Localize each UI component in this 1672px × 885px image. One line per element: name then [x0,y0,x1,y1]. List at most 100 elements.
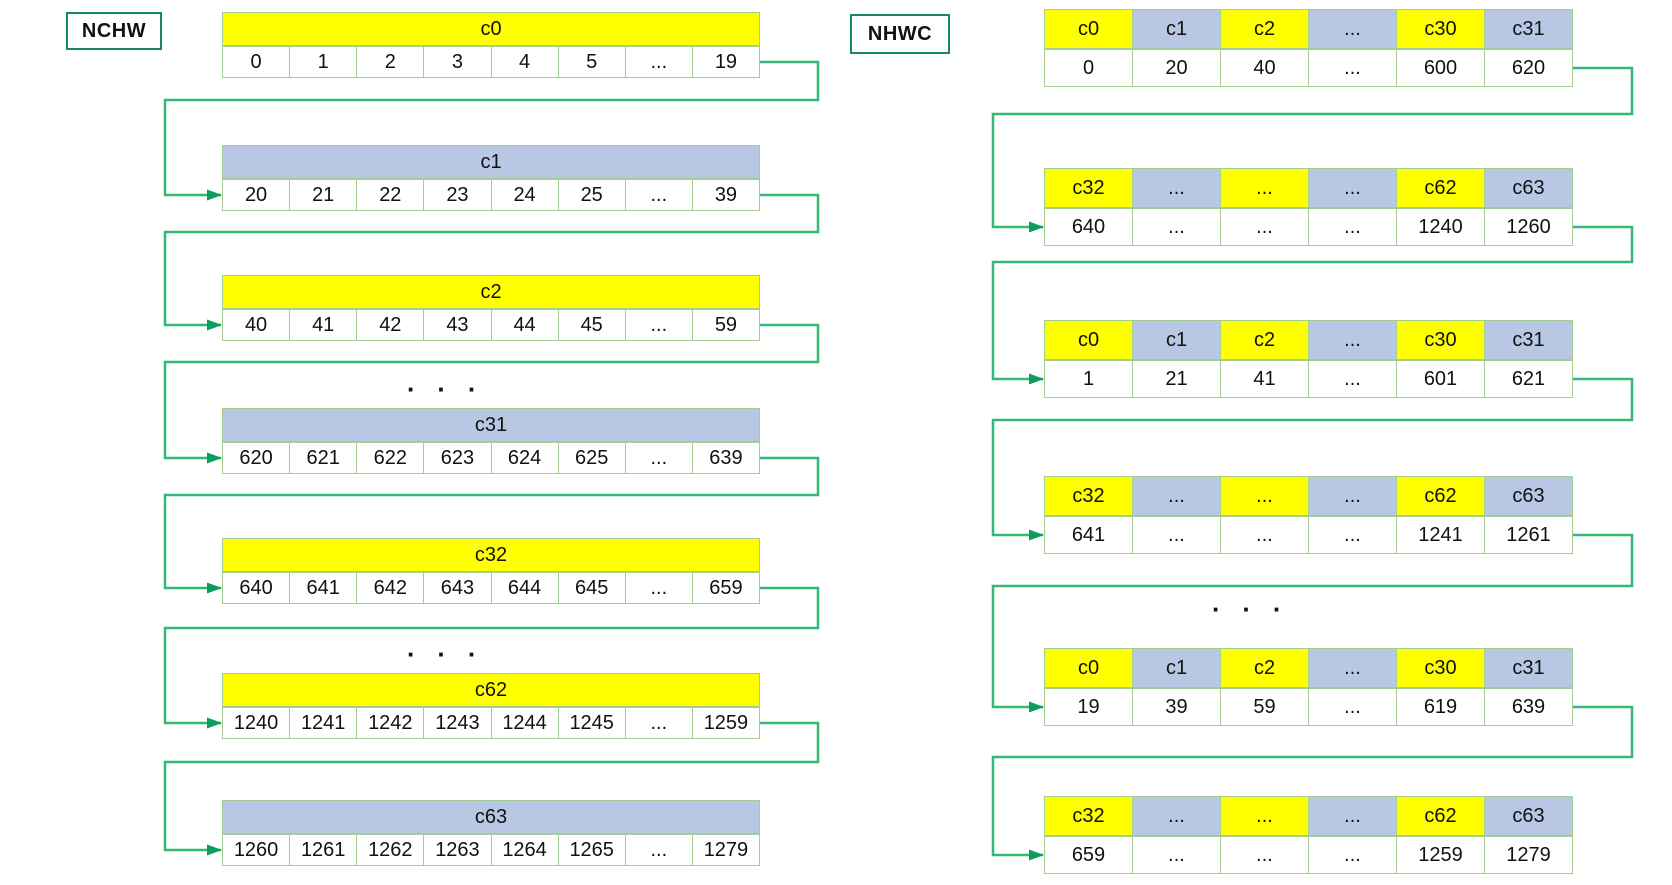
value-cell: 1262 [357,834,425,866]
value-cell: 3 [424,46,492,78]
value-cell: 643 [424,572,492,604]
channel-header-cell: c30 [1397,9,1485,49]
channel-header-cell: c62 [1397,168,1485,208]
channel-header-cell: c1 [222,145,760,179]
value-cell: 623 [424,442,492,474]
value-cell: 640 [222,572,291,604]
channel-header-cell: c62 [1397,796,1485,836]
channel-header-cell: c32 [222,538,760,572]
channel-header-cell: ... [1309,168,1397,208]
value-cell: 1261 [290,834,358,866]
channel-header-cell: c0 [1044,9,1133,49]
value-cell: 0 [1044,49,1133,87]
value-cell: 39 [1133,688,1221,726]
value-cell: 620 [1485,49,1573,87]
value-cell: ... [625,309,693,341]
value-cell: 622 [357,442,425,474]
value-cell: 23 [424,179,492,211]
value-cell: 642 [357,572,425,604]
ellipsis-separator: . . . [406,632,484,663]
value-cell: 625 [558,442,626,474]
value-cell: 621 [290,442,358,474]
channel-header-cell: c31 [1485,9,1573,49]
value-cell: 1279 [1485,836,1573,874]
channel-header-cell: ... [1309,9,1397,49]
value-cell: ... [625,179,693,211]
ellipsis-separator: . . . [1211,587,1289,618]
value-cell: ... [625,572,693,604]
value-cell: 39 [692,179,760,211]
value-cell: 619 [1397,688,1485,726]
value-cell: ... [1221,516,1309,554]
value-cell: ... [1309,208,1397,246]
channel-header-cell: c2 [1221,9,1309,49]
channel-header-cell: c0 [1044,648,1133,688]
value-cell: 624 [491,442,559,474]
value-cell: 1244 [491,707,559,739]
value-cell: 22 [357,179,425,211]
value-cell: 21 [1133,360,1221,398]
value-cell: ... [1309,836,1397,874]
value-cell: ... [625,834,693,866]
value-cell: ... [1133,208,1221,246]
value-cell: ... [1221,208,1309,246]
value-cell: 1243 [424,707,492,739]
value-cell: 1242 [357,707,425,739]
value-cell: 20 [222,179,291,211]
value-cell: 25 [558,179,626,211]
channel-header-cell: c63 [222,800,760,834]
value-cell: 1264 [491,834,559,866]
nchw-format-label: NCHW [66,12,162,50]
value-cell: 4 [491,46,559,78]
value-cell: 659 [692,572,760,604]
value-cell: 600 [1397,49,1485,87]
value-cell: 640 [1044,208,1133,246]
value-cell: 59 [1221,688,1309,726]
channel-header-cell: c32 [1044,796,1133,836]
value-cell: 621 [1485,360,1573,398]
channel-header-cell: c31 [222,408,760,442]
value-cell: 1263 [424,834,492,866]
channel-header-cell: c32 [1044,476,1133,516]
value-cell: 641 [290,572,358,604]
value-cell: 45 [558,309,626,341]
value-cell: ... [1309,516,1397,554]
value-cell: ... [1309,360,1397,398]
value-cell: 5 [558,46,626,78]
value-cell: 1240 [222,707,291,739]
channel-header-cell: ... [1133,168,1221,208]
value-cell: 40 [222,309,291,341]
value-cell: 1260 [1485,208,1573,246]
channel-header-cell: c1 [1133,320,1221,360]
value-cell: 24 [491,179,559,211]
channel-header-cell: ... [1221,476,1309,516]
ellipsis-separator: . . . [406,367,484,398]
value-cell: 639 [692,442,760,474]
value-cell: 1 [290,46,358,78]
channel-header-cell: c30 [1397,320,1485,360]
channel-header-cell: ... [1221,168,1309,208]
value-cell: 21 [290,179,358,211]
value-cell: ... [1309,49,1397,87]
value-cell: 20 [1133,49,1221,87]
channel-header-cell: ... [1133,476,1221,516]
value-cell: 639 [1485,688,1573,726]
value-cell: 19 [1044,688,1133,726]
